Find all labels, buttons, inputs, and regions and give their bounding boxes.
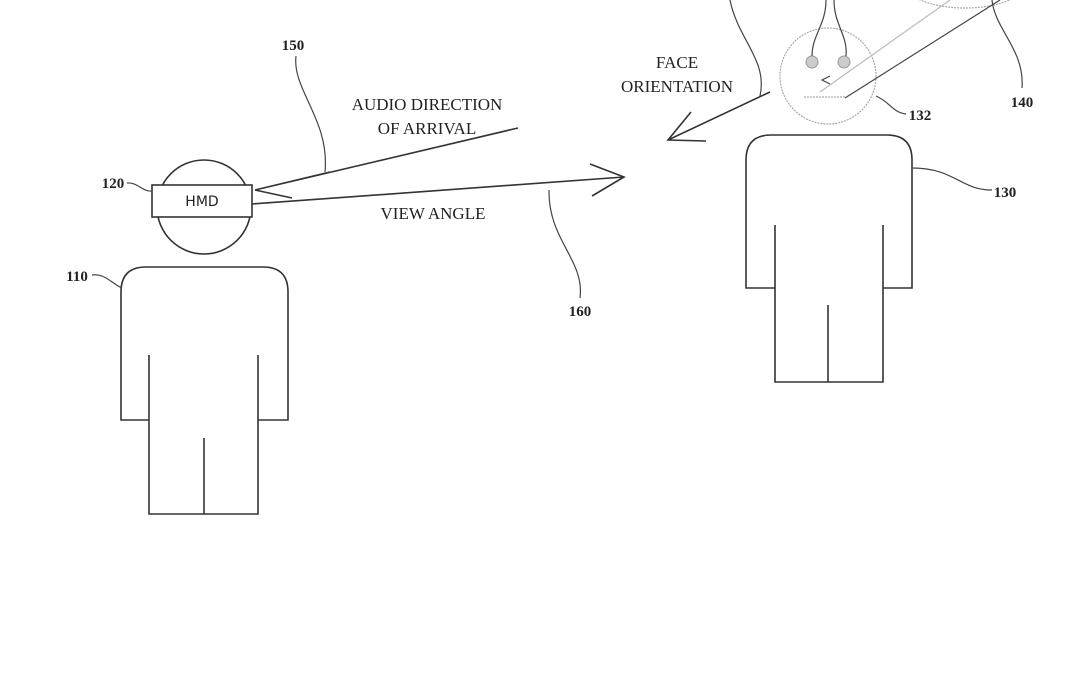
face-orientation-arrow (666, 91, 771, 142)
leader-face-orientation (729, 0, 762, 97)
leader-eye-left (811, 0, 827, 57)
ref-160: 160 (569, 304, 592, 320)
sound-ray-gray (819, 0, 951, 93)
face-orientation-label-2: ORIENTATION (621, 77, 733, 96)
nose (820, 75, 831, 85)
ref-120: 120 (102, 176, 125, 192)
ref-110: 110 (66, 269, 88, 285)
view-angle-arrow (251, 163, 626, 205)
leader-110 (91, 274, 123, 289)
face-orientation-label-1: FACE (656, 53, 698, 72)
hmd-device (151, 184, 253, 218)
audio-direction-label-2: OF ARRIVAL (378, 119, 476, 138)
leader-eye-right (833, 0, 847, 57)
hmd-label: HMD (185, 194, 218, 210)
speaker-body (745, 134, 913, 383)
leader-140 (991, 0, 1023, 89)
leader-150 (295, 55, 327, 173)
user-body (120, 266, 289, 515)
ref-150: 150 (282, 38, 305, 54)
audio-direction-label-1: AUDIO DIRECTION (352, 95, 503, 114)
view-angle-label: VIEW ANGLE (381, 204, 486, 223)
ref-130: 130 (994, 185, 1017, 201)
leader-120 (126, 182, 153, 192)
speaker-130 (745, 0, 1012, 383)
sound-source-140 (918, 0, 1012, 9)
ref-132: 132 (909, 108, 932, 124)
sound-ray (844, 0, 1001, 99)
audio-direction-arrow (254, 127, 519, 199)
left-eye (805, 55, 819, 69)
speaker-head-132 (779, 27, 877, 125)
leader-160 (548, 189, 582, 299)
leader-132 (875, 95, 907, 115)
leader-130 (911, 167, 993, 191)
user-110: HMD (120, 159, 289, 515)
right-eye (837, 55, 851, 69)
ref-140: 140 (1011, 95, 1034, 111)
